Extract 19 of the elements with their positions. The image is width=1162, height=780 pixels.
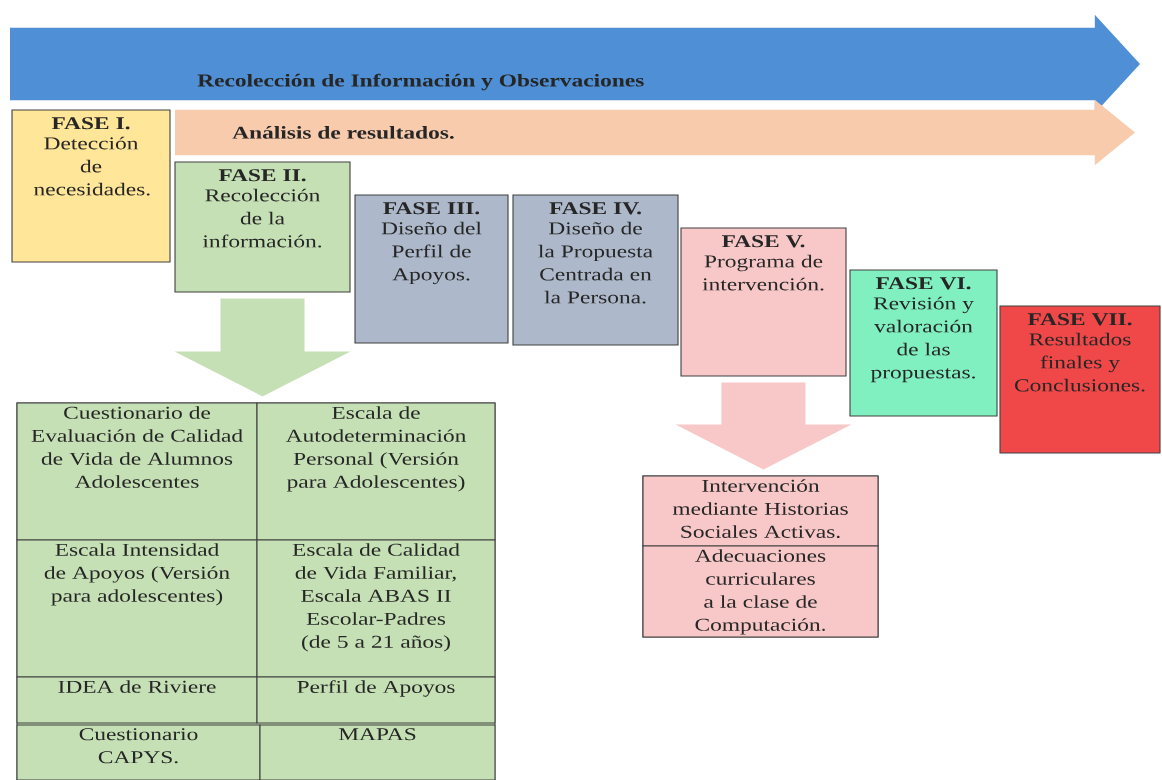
phase-box: FASE I. Detección de necesidades. (11, 109, 171, 263)
table-cell: Intervención mediante Historias Sociales Activas. (642, 475, 879, 547)
phase-box: FASE V. Programa de intervención. (680, 227, 847, 377)
phase-box: FASE VI. Revisión y valoración de las propuestas. (849, 269, 998, 417)
phase-box: FASE III. Diseño del Perfil de Apoyos. (354, 194, 509, 344)
process-band: Análisis de resultados. (175, 99, 1135, 166)
phase-box: FASE IV. Diseño de la Propuesta Centrada en la Persona. (512, 194, 679, 346)
phase-box: FASE II. Recolección de la información. (174, 161, 351, 293)
table-cell: Escala de Autodeterminación Personal (Versión para Adolescentes) (256, 402, 496, 541)
table-cell: Perfil de Apoyos (256, 676, 496, 724)
process-band: Recolección de Información y Observaciones (10, 14, 1140, 114)
block-arrow (174, 298, 351, 397)
table-cell: IDEA de Riviere (16, 676, 258, 724)
table-cell: Cuestionario de Evaluación de Calidad de Vida de Alumnos Adolescentes (16, 402, 258, 541)
table-cell: MAPAS (259, 724, 496, 780)
phase-box: FASE VII. Resultados finales y Conclusiones. (999, 305, 1161, 454)
block-arrow (675, 382, 852, 470)
table-cell: Cuestionario CAPYS. (16, 724, 261, 780)
table-cell: Adecuaciones curriculares a la clase de Computación. (642, 545, 879, 638)
